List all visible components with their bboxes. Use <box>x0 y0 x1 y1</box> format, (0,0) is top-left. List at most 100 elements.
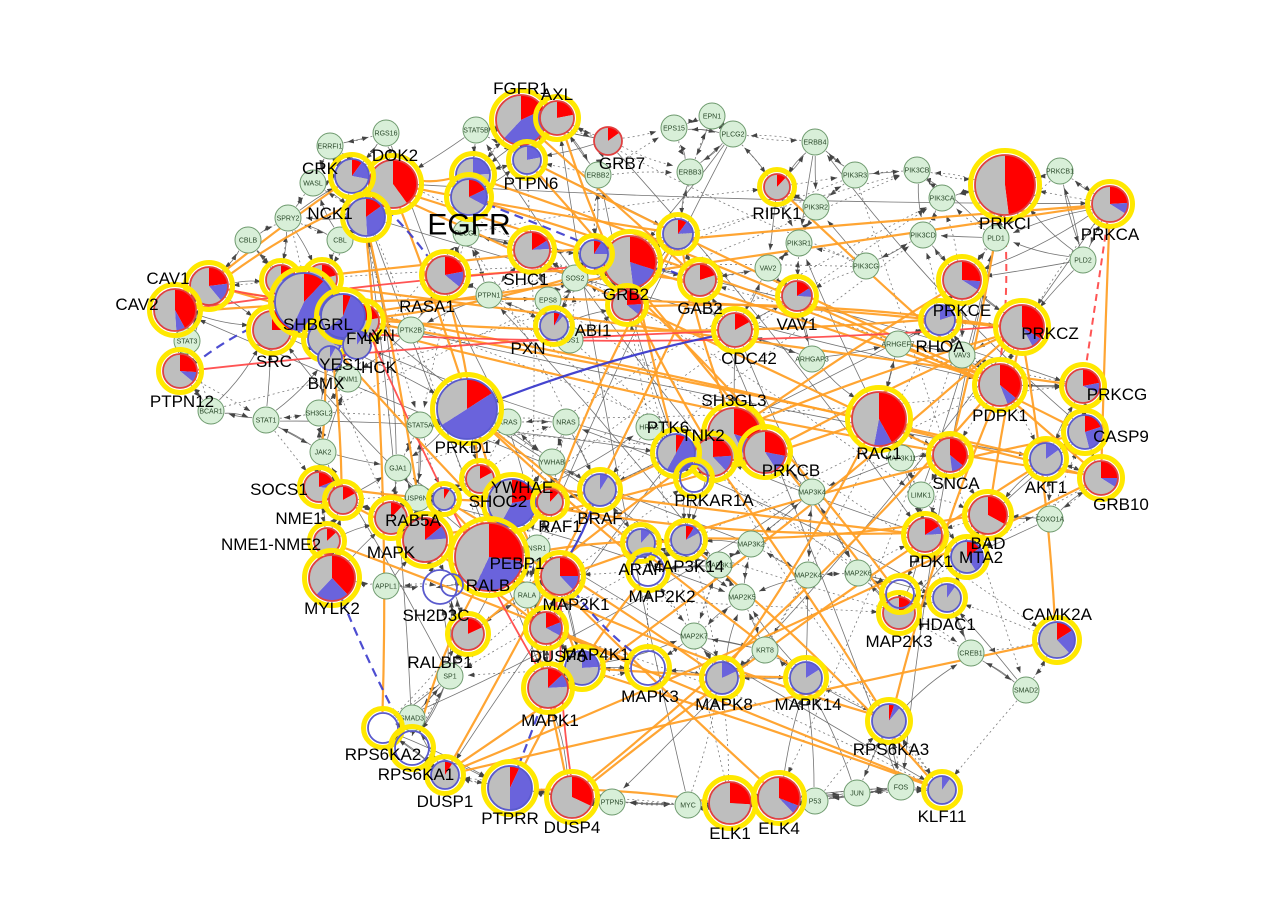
pie-node[interactable] <box>396 511 454 569</box>
plain-node[interactable]: CREB1 <box>957 639 985 667</box>
pie-node[interactable] <box>530 482 570 522</box>
plain-node[interactable]: MYC <box>674 791 702 819</box>
pie-node[interactable] <box>156 347 204 395</box>
plain-node[interactable]: SPRY2 <box>274 204 302 232</box>
plain-node[interactable]: CBLB <box>234 226 262 254</box>
plain-node[interactable]: FOXO1A <box>1036 505 1065 533</box>
plain-node[interactable]: SP1 <box>436 662 464 690</box>
pie-node[interactable] <box>879 573 921 615</box>
pie-node[interactable] <box>711 306 759 354</box>
pie-node[interactable] <box>448 516 530 598</box>
plain-node[interactable]: MAP3K4 <box>798 478 826 506</box>
pie-node[interactable] <box>783 655 829 701</box>
pie-node[interactable] <box>936 254 988 306</box>
pie-node[interactable] <box>506 139 548 181</box>
plain-node[interactable]: ERBB2 <box>584 161 612 189</box>
pie-node[interactable] <box>968 148 1042 222</box>
pie-node[interactable] <box>507 225 557 275</box>
pie-node[interactable] <box>322 479 364 521</box>
pie-node[interactable] <box>757 167 797 207</box>
pie-node[interactable] <box>865 697 913 745</box>
plain-node[interactable]: PIK3R1 <box>785 229 813 257</box>
plain-node[interactable]: MAP3K1 <box>705 551 733 579</box>
pie-node[interactable] <box>1085 179 1135 229</box>
plain-node[interactable]: NRAS <box>552 408 580 436</box>
plain-node[interactable]: PLD2 <box>1069 246 1097 274</box>
plain-node[interactable]: MAP2K6 <box>844 559 872 587</box>
pie-node[interactable] <box>1061 408 1109 456</box>
pie-node[interactable] <box>1059 362 1107 410</box>
plain-node[interactable]: MAP2K7 <box>680 622 708 650</box>
pie-node[interactable] <box>962 489 1014 541</box>
pie-node[interactable] <box>702 775 758 831</box>
plain-node[interactable]: SH3GL2 <box>305 399 333 427</box>
plain-node[interactable]: STAT5B <box>462 116 490 144</box>
pie-node[interactable] <box>534 550 586 602</box>
pie-node[interactable] <box>1032 615 1082 665</box>
plain-node[interactable]: JUN <box>843 779 871 807</box>
pie-node[interactable] <box>388 724 436 772</box>
pie-node[interactable] <box>523 605 569 651</box>
pie-node[interactable] <box>926 577 968 619</box>
pie-node[interactable] <box>533 94 581 142</box>
plain-node[interactable]: PIK3CB <box>903 156 931 184</box>
plain-node[interactable]: ERBB4 <box>801 128 829 156</box>
pie-node[interactable] <box>605 283 649 327</box>
plain-node[interactable]: APPL1 <box>372 572 400 600</box>
pie-node[interactable] <box>424 754 466 796</box>
plain-node[interactable]: PIK3R3 <box>841 161 869 189</box>
plain-node[interactable]: PLCG2 <box>719 120 747 148</box>
pie-node[interactable] <box>342 330 372 360</box>
pie-node[interactable] <box>593 126 623 156</box>
plain-node[interactable]: BCAR1 <box>197 397 225 425</box>
pie-node[interactable] <box>673 457 715 499</box>
pie-node[interactable] <box>845 385 913 453</box>
pie-node[interactable] <box>918 298 962 342</box>
plain-node[interactable]: MAP3K11 <box>886 444 917 472</box>
plain-node[interactable]: PIK3CA <box>928 184 956 212</box>
plain-node[interactable]: PIK3R2 <box>802 193 830 221</box>
pie-node[interactable] <box>481 472 543 534</box>
plain-node[interactable]: JAK2 <box>309 438 337 466</box>
pie-node[interactable] <box>533 305 575 347</box>
pie-node[interactable] <box>577 467 623 513</box>
pie-node[interactable] <box>972 357 1028 413</box>
pie-node[interactable] <box>921 769 963 811</box>
plain-node[interactable]: WASL <box>299 169 327 197</box>
pie-node[interactable] <box>775 274 819 318</box>
plain-node[interactable]: PTK2B <box>397 316 425 344</box>
pie-node[interactable] <box>625 547 671 593</box>
plain-node[interactable]: SMAD2 <box>1012 676 1040 704</box>
plain-node[interactable]: STAT5A <box>406 411 434 439</box>
pie-node[interactable] <box>481 759 539 817</box>
plain-node[interactable]: PIK3CD <box>909 221 937 249</box>
plain-node[interactable]: RGS16 <box>372 119 400 147</box>
plain-node[interactable]: VAV3 <box>948 341 976 369</box>
pie-node[interactable] <box>677 257 723 303</box>
plain-node[interactable]: RALA <box>513 581 541 609</box>
pie-node[interactable] <box>302 548 362 608</box>
pie-node[interactable] <box>307 521 347 561</box>
plain-node[interactable]: ERRFI1 <box>316 132 344 160</box>
plain-node[interactable]: PLD1 <box>982 224 1010 252</box>
plain-node[interactable]: LIMK1 <box>907 481 935 509</box>
plain-node[interactable]: ERBB3 <box>676 158 704 186</box>
plain-node[interactable]: SOS2 <box>561 264 589 292</box>
pie-node[interactable] <box>368 495 414 541</box>
pie-node[interactable] <box>1077 454 1125 502</box>
pie-node[interactable] <box>444 172 494 222</box>
plain-node[interactable]: MAP2K5 <box>728 583 756 611</box>
plain-node[interactable]: VAV2 <box>754 254 782 282</box>
plain-node[interactable]: PIK3CG <box>852 252 880 280</box>
pie-node[interactable] <box>664 518 708 562</box>
plain-node[interactable]: ARHGEF7 <box>881 330 915 358</box>
pie-node[interactable] <box>440 573 464 597</box>
pie-node[interactable] <box>419 249 471 301</box>
plain-node[interactable]: FOS <box>887 773 915 801</box>
plain-node[interactable]: PTPN1 <box>475 281 503 309</box>
pie-node[interactable] <box>993 298 1051 356</box>
pie-node[interactable] <box>426 481 462 517</box>
pie-node[interactable] <box>699 655 745 701</box>
plain-node[interactable]: KRT8 <box>751 636 779 664</box>
plain-node[interactable]: ARHGAP3 <box>795 345 829 373</box>
